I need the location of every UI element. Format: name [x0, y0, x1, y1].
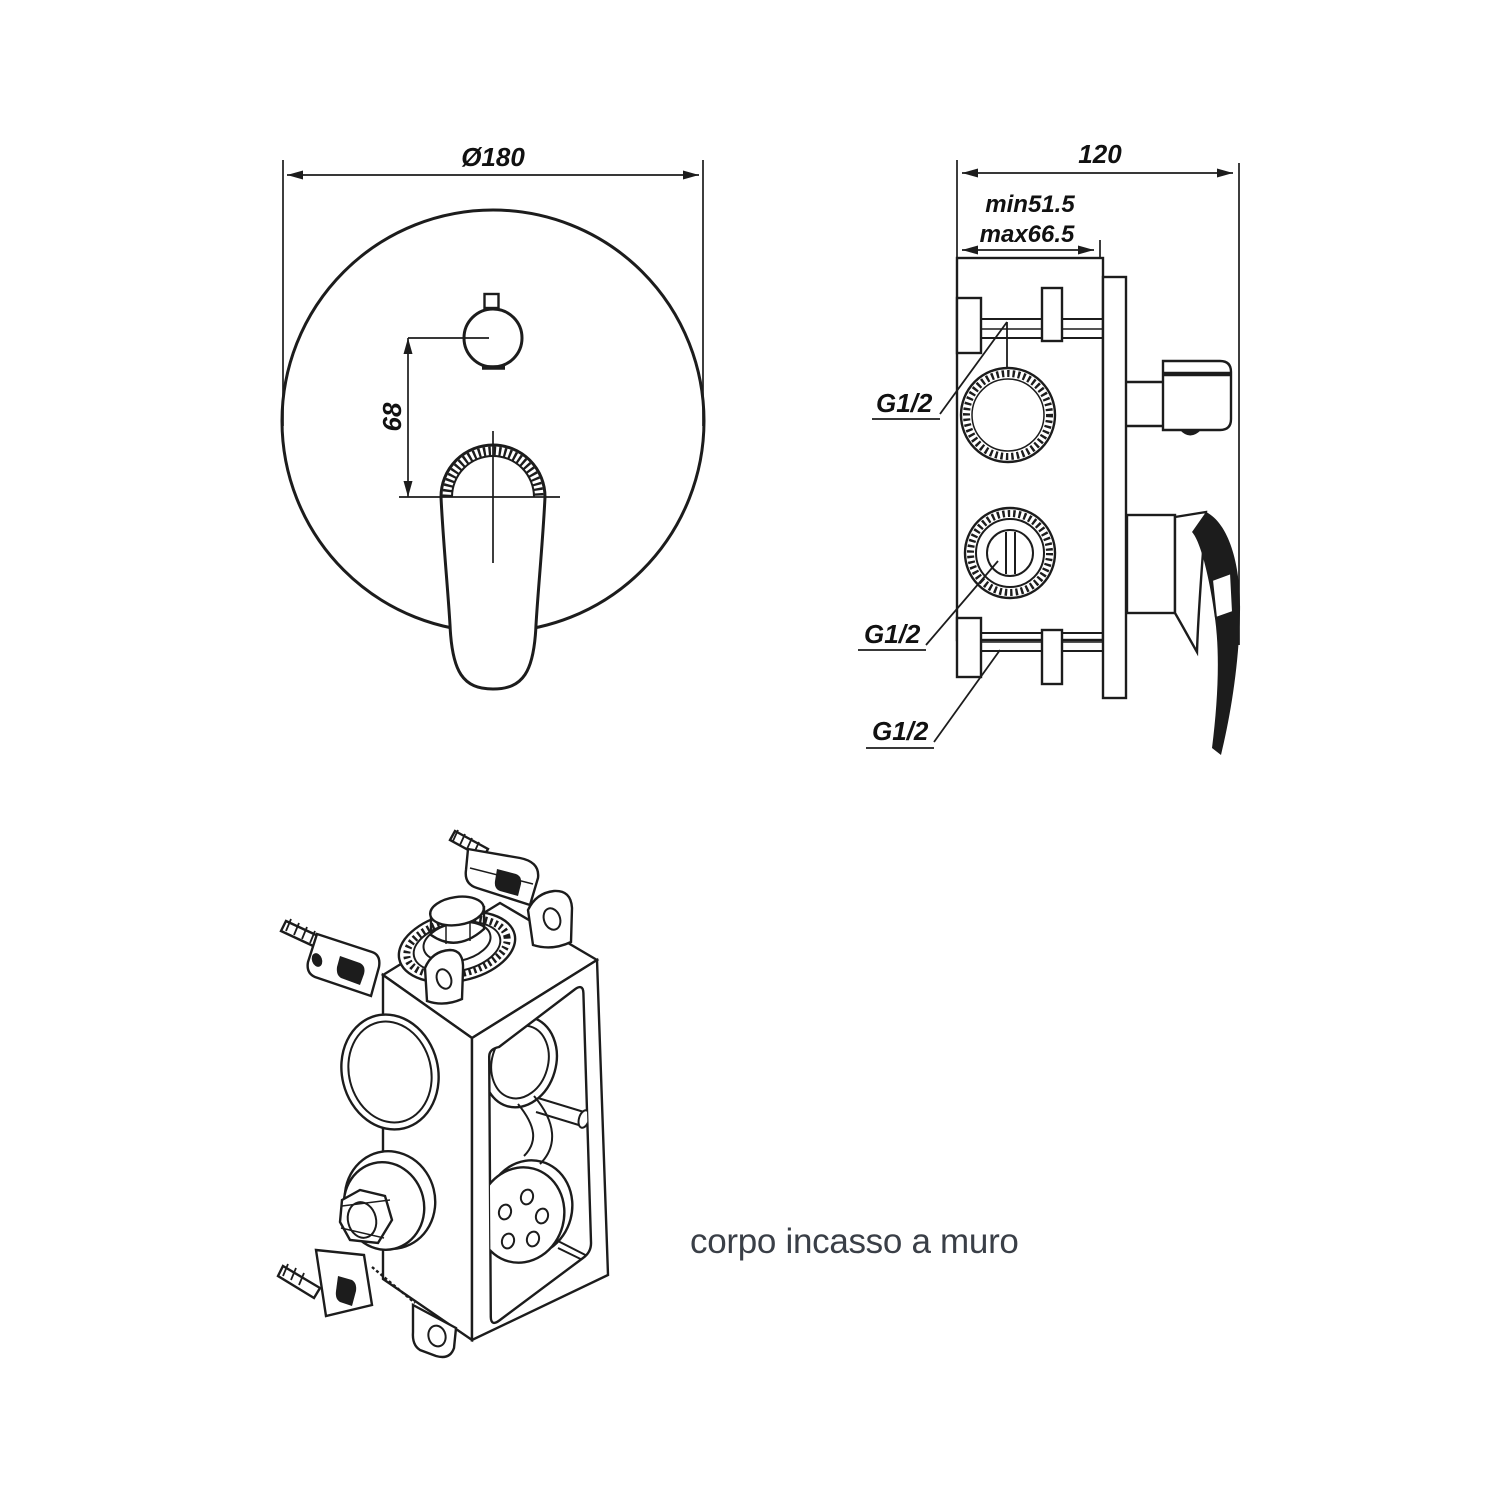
lower-flange-hex-plug: [338, 1150, 437, 1251]
bottom-mounting-tab: [1040, 628, 1064, 686]
thread-callout-middle: G1/2: [858, 560, 999, 651]
valve-body-side: [955, 256, 1105, 686]
center-ear-tab: [423, 948, 465, 1005]
lever-handle-side: [1125, 510, 1241, 755]
depth-dimension: min51.5 max66.5: [962, 191, 1101, 277]
offset-dimension-label: 68: [377, 402, 407, 431]
max-depth-label: max66.5: [980, 221, 1075, 248]
right-ear-tab: [526, 889, 574, 949]
diverter-knob-side: [1126, 359, 1233, 436]
top-flange-assembly: [397, 895, 517, 1005]
min-depth-label: min51.5: [985, 191, 1075, 218]
bottom-left-clamp: [276, 1248, 416, 1318]
side-view-drawing: 120 min51.5 max66.5: [858, 139, 1241, 755]
iso-view-drawing: [276, 829, 610, 1359]
offset-dimension: 68: [377, 337, 489, 497]
diameter-dimension-label: Ø180: [461, 142, 525, 172]
thread-label-middle: G1/2: [864, 619, 921, 649]
top-right-clamp: [448, 829, 540, 907]
thread-label-top: G1/2: [876, 388, 933, 418]
thread-label-bottom: G1/2: [872, 716, 929, 746]
screw-thread-ticks: [285, 918, 316, 944]
wall-plate-side: [1101, 275, 1128, 700]
bottom-tab: [411, 1302, 458, 1359]
width-dimension-label: 120: [1078, 139, 1122, 169]
diverter-knob-front: [462, 292, 524, 370]
top-mounting-tab: [1040, 286, 1064, 343]
left-face-port: [340, 1013, 440, 1131]
top-port-side: [959, 366, 1057, 464]
iso-view-caption: corpo incasso a muro: [690, 1222, 1019, 1261]
thread-callout-bottom: G1/2: [866, 649, 1001, 749]
left-clamp: [279, 918, 381, 998]
width-dimension: 120: [956, 139, 1240, 645]
diverter-disc: [489, 1159, 574, 1264]
hex-nut: [428, 895, 486, 944]
lever-handle-front: [399, 431, 560, 691]
rough-in-box: [380, 889, 610, 1343]
middle-port-side: [963, 506, 1057, 600]
front-view-drawing: Ø180 68: [280, 142, 706, 691]
thread-callout-top: G1/2: [872, 321, 1008, 420]
screw-thread-ticks: [282, 1263, 305, 1286]
diameter-dimension: Ø180: [282, 142, 704, 426]
